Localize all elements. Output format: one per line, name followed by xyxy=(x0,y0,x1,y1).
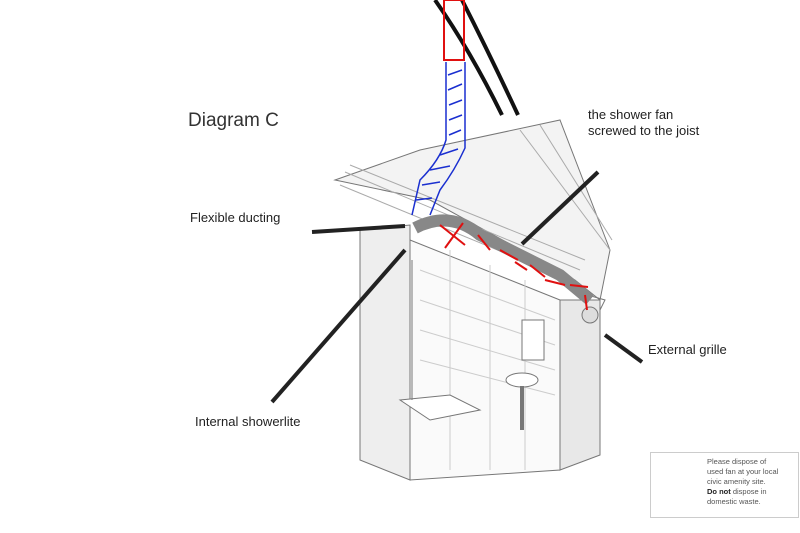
notice-line2: used fan at your local xyxy=(707,467,779,476)
label-flexible-ducting: Flexible ducting xyxy=(190,210,281,225)
label-fan-line2: screwed to the joist xyxy=(588,123,700,138)
black-annotation-lines xyxy=(433,0,520,116)
label-internal-showerlite: Internal showerlite xyxy=(195,414,301,429)
red-cross-annotations xyxy=(439,222,589,311)
red-box-annotation xyxy=(443,0,465,61)
flexible-duct xyxy=(412,214,594,305)
label-fan-line1: the shower fan xyxy=(588,107,674,122)
blue-duct-annotation xyxy=(411,62,466,216)
notice-line3: civic amenity site. xyxy=(707,477,766,486)
notice-line4: dispose in xyxy=(730,487,767,496)
building-illustration xyxy=(333,119,613,481)
notice-line5: domestic waste. xyxy=(707,497,761,506)
disposal-notice: Please dispose of used fan at your local… xyxy=(650,452,799,518)
notice-bold: Do not xyxy=(707,487,731,496)
pointer-arrows xyxy=(270,170,644,404)
label-external-grille: External grille xyxy=(648,342,727,357)
notice-line1: Please dispose of xyxy=(707,457,767,466)
diagram-title: Diagram C xyxy=(188,110,279,131)
